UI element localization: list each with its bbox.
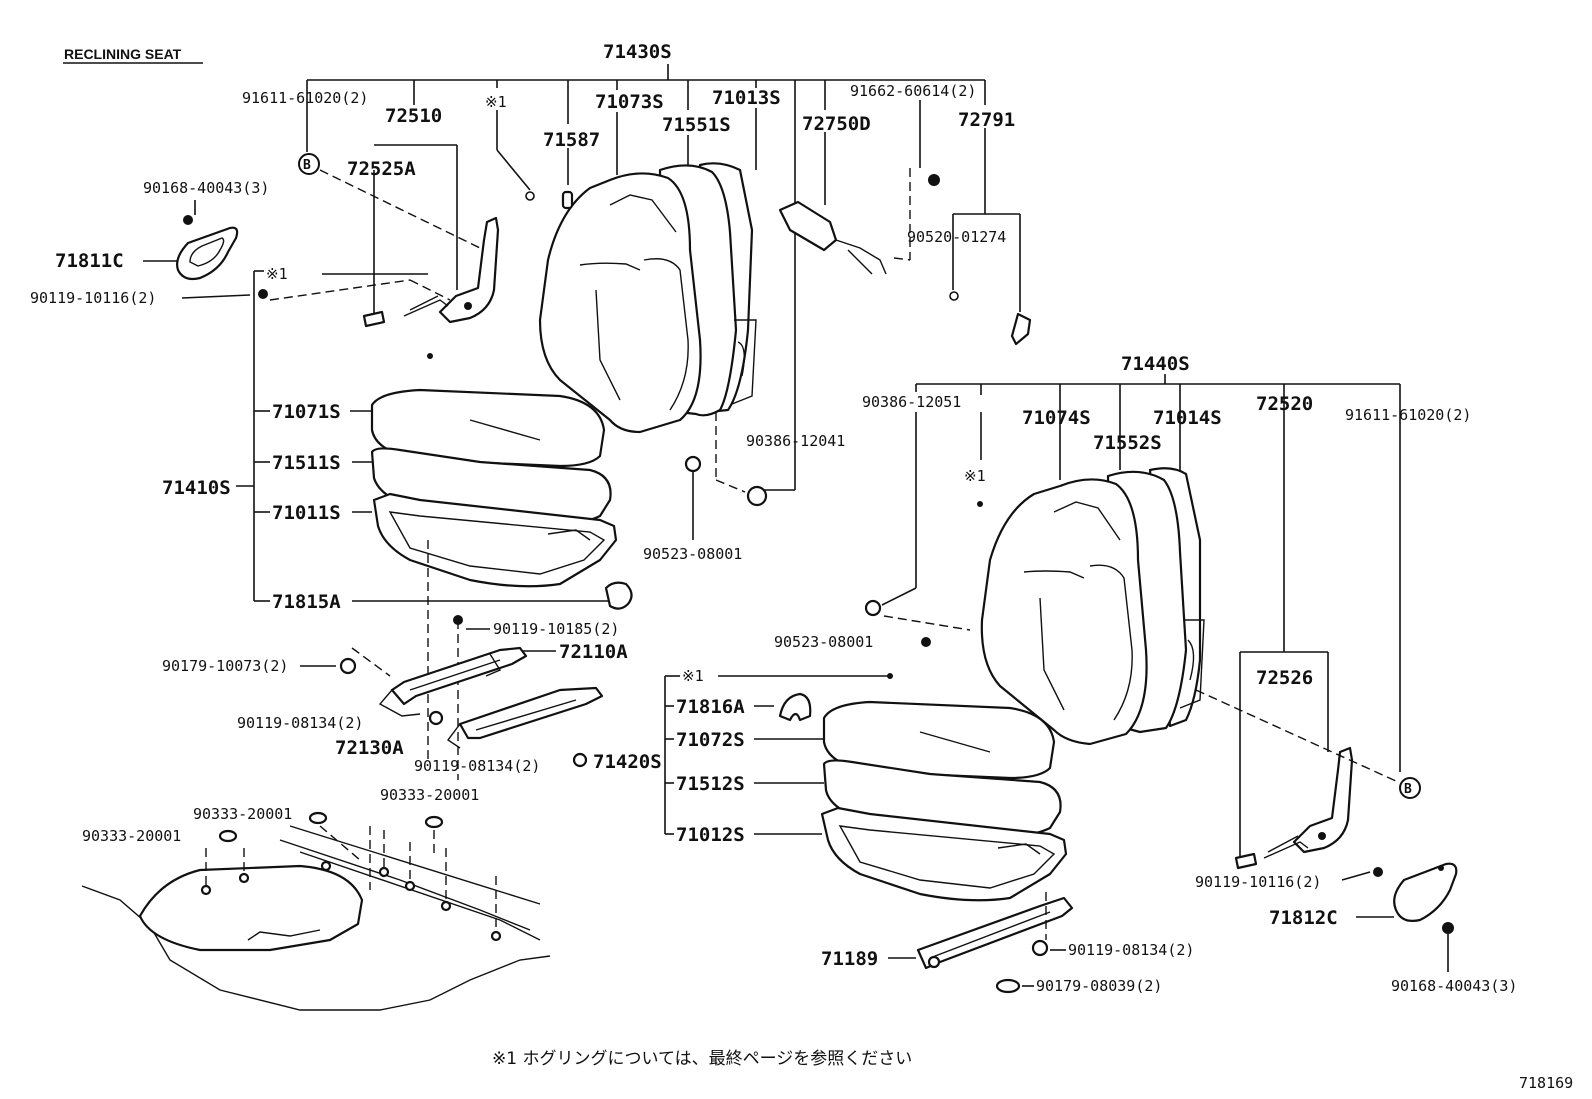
leader-71410s [236,270,608,602]
bolt-90119-08134-right [1031,939,1049,957]
floor-panel [81,825,551,1011]
diagram-title: RECLINING SEAT [64,46,182,62]
footnote: ※1 ホグリングについては、最終ページを参照ください [492,1049,912,1069]
seat-back-right [980,467,1205,746]
callout-b-left: B [298,153,320,175]
belt-buckle-72750d [778,168,940,275]
label-71013s: 71013S [712,87,781,109]
label-71014s: 71014S [1153,407,1222,429]
label-hog-ring-right-2: ※1 [682,667,704,685]
label-71420s: 71420S [593,751,662,773]
seat-rail-72130a [446,686,604,768]
clip-90520-01274 [949,291,959,301]
label-90386-12041: 90386-12041 [746,432,845,450]
label-91611-61020-right: 91611-61020(2) [1345,406,1471,424]
label-71511s: 71511S [272,452,341,474]
grommet-90386-12041 [746,485,768,507]
label-90179-10073: 90179-10073(2) [162,657,288,675]
svg-text:B: B [303,158,311,173]
seat-rail-72110a [351,646,528,726]
label-71072s: 71072S [676,729,745,751]
label-71011s: 71011S [272,502,341,524]
label-72130a: 72130A [335,737,404,759]
seat-back-left [538,162,757,434]
label-71440s: 71440S [1121,353,1190,375]
svg-text:B: B [1404,782,1412,797]
label-72525a: 72525A [347,158,416,180]
label-72526: 72526 [1256,667,1313,689]
label-71073s: 71073S [595,91,664,113]
grommet-90386-12051 [864,599,882,617]
label-90119-08134-left-b: 90119-08134(2) [414,757,540,775]
label-71410s: 71410S [162,477,231,499]
label-71816a: 71816A [676,696,745,718]
label-90168-40043-right: 90168-40043(3) [1391,977,1517,995]
label-90119-08134-left-a: 90119-08134(2) [237,714,363,732]
label-91611-61020-left: 91611-61020(2) [242,89,368,107]
recliner-72526 [1195,689,1399,870]
label-90520-01274: 90520-01274 [907,228,1006,246]
label-71074s: 71074S [1022,407,1091,429]
leader-right-cushion [664,675,888,835]
figure-id: 718169 [1519,1074,1573,1092]
callout-b-right: B [1399,777,1421,799]
bracket-71189 [916,892,1074,970]
part-72791 [1010,312,1032,346]
recliner-72510 [269,144,500,328]
label-90523-08001-right: 90523-08001 [774,633,873,651]
part-71816a [778,692,812,722]
label-hog-ring-2: ※1 [266,265,288,283]
label-71071s: 71071S [272,401,341,423]
label-71812c: 71812C [1269,907,1338,929]
label-90333-20001-c: 90333-20001 [380,786,479,804]
label-90119-10116-right: 90119-10116(2) [1195,873,1321,891]
label-71552s: 71552S [1093,432,1162,454]
armrest-cover-71812c [1393,862,1458,934]
label-71189: 71189 [821,948,878,970]
label-90179-08039: 90179-08039(2) [1036,977,1162,995]
part-71587 [561,190,574,210]
label-hog-ring-1: ※1 [485,93,507,111]
label-hog-ring-right: ※1 [964,467,986,485]
label-71551s: 71551S [662,114,731,136]
label-72520: 72520 [1256,393,1313,415]
bolt-90523-08001-left [684,455,702,473]
label-90119-08134-right: 90119-08134(2) [1068,941,1194,959]
label-72110a: 72110A [559,641,628,663]
label-71815a: 71815A [272,591,341,613]
label-90523-08001-left: 90523-08001 [643,545,742,563]
part-71815a [604,581,633,610]
label-71512s: 71512S [676,773,745,795]
nut-90179-10073 [339,657,357,675]
label-90119-10116-left: 90119-10116(2) [30,289,156,307]
leader-71440s [881,374,1401,856]
label-71012s: 71012S [676,824,745,846]
label-72791: 72791 [958,109,1015,131]
label-90333-20001-a: 90333-20001 [193,805,292,823]
washer-90179-08039 [995,978,1021,994]
seat-cushion-left [370,388,633,610]
label-71430s: 71430S [603,41,672,63]
label-90168-40043-left: 90168-40043(3) [143,179,269,197]
label-91662-60614: 91662-60614(2) [850,82,976,100]
label-72750d: 72750D [802,113,871,135]
dashed-b-left [319,169,481,249]
hog-ring-left-top [525,191,535,201]
label-90119-10185: 90119-10185(2) [493,620,619,638]
label-90386-12051: 90386-12051 [862,393,961,411]
label-71811c: 71811C [55,250,124,272]
label-71587: 71587 [543,129,600,151]
seat-cushion-right [778,692,1068,902]
armrest-cover-71811c [176,215,268,299]
label-72510: 72510 [385,105,442,127]
label-90333-20001-b: 90333-20001 [82,827,181,845]
